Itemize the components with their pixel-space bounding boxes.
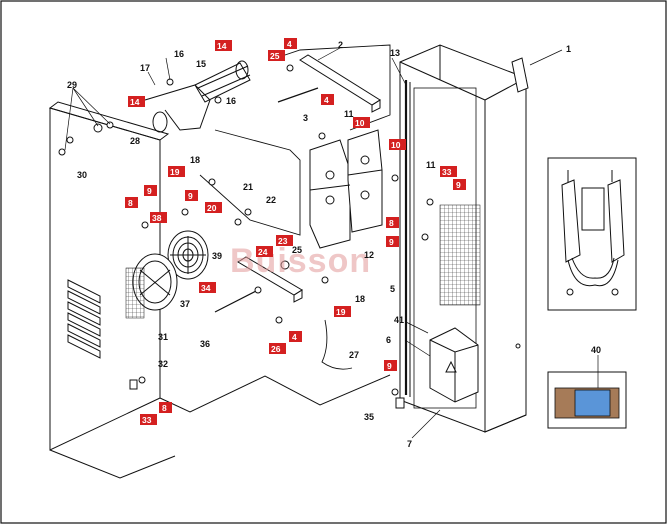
badge-20: 20 [207,203,217,213]
badge-8-right: 8 [389,218,394,228]
label-18-left: 18 [190,155,200,165]
inset-rectifier-detail [547,157,637,311]
badge-24: 24 [258,247,268,257]
label-36: 36 [200,339,210,349]
badge-4-bottom: 4 [292,332,297,342]
label-30: 30 [77,170,87,180]
label-25-plain: 25 [292,245,302,255]
label-35: 35 [364,412,374,422]
badge-8-bottom: 8 [162,403,167,413]
badge-23: 23 [278,236,288,246]
rotor-shaft [144,60,251,133]
label-5: 5 [390,284,395,294]
base-outline [49,374,391,479]
badge-4-top: 4 [287,39,292,49]
label-17: 17 [140,63,150,73]
label-16-top: 16 [174,49,184,59]
label-15: 15 [196,59,206,69]
label-13: 13 [390,48,400,58]
boxed-labels: 4 4 4 8 8 8 9 9 9 9 9 10 10 14 14 19 19 … [125,38,466,425]
badge-25: 25 [270,51,280,61]
label-16-right: 16 [226,96,236,106]
badge-26: 26 [271,344,281,354]
badge-19-a: 19 [170,167,180,177]
badge-19-b: 19 [336,307,346,317]
watermark-text: Buisson [230,242,371,280]
label-11-right: 11 [426,160,436,170]
fan-assembly [125,230,209,319]
transformer-box [429,327,479,403]
badge-9-c: 9 [456,180,461,190]
part-labels: 1 2 3 5 6 7 11 11 12 13 15 16 16 17 18 1… [67,40,601,449]
badge-9-b: 9 [188,191,193,201]
label-40: 40 [591,345,601,355]
rods [214,87,319,313]
cable-lead [321,319,353,370]
badge-38: 38 [152,213,162,223]
label-1: 1 [566,44,571,54]
cabinet-vent-grid [439,204,481,306]
label-29: 29 [67,80,77,90]
badge-8-left: 8 [128,198,133,208]
label-41: 41 [394,315,404,325]
badge-14-top: 14 [217,41,227,51]
label-7: 7 [407,439,412,449]
label-12: 12 [364,250,374,260]
label-21: 21 [243,182,253,192]
label-37: 37 [180,299,190,309]
badge-10-b: 10 [391,140,401,150]
label-6: 6 [386,335,391,345]
rear-bracket [199,44,391,236]
label-11-top: 11 [344,109,354,119]
label-27: 27 [349,350,359,360]
badge-33-bottom: 33 [142,415,152,425]
label-3: 3 [303,113,308,123]
badge-10-a: 10 [355,118,365,128]
leader-lines [64,47,599,439]
badge-4-mid: 4 [324,95,329,105]
label-32: 32 [158,359,168,369]
label-28: 28 [130,136,140,146]
bridge-block [309,129,383,249]
label-2-top: 2 [338,40,343,50]
badge-9-e: 9 [387,361,392,371]
vent-slats [67,279,101,359]
rail-bars [237,54,381,303]
badge-9-a: 9 [147,186,152,196]
label-22: 22 [266,195,276,205]
label-18-right: 18 [355,294,365,304]
badge-33-right: 33 [442,167,452,177]
badge-34: 34 [201,283,211,293]
inset-thermal-pad [547,371,627,429]
label-39: 39 [212,251,222,261]
label-31: 31 [158,332,168,342]
badge-9-d: 9 [389,237,394,247]
fasteners [58,64,434,409]
badge-14-left: 14 [130,97,140,107]
